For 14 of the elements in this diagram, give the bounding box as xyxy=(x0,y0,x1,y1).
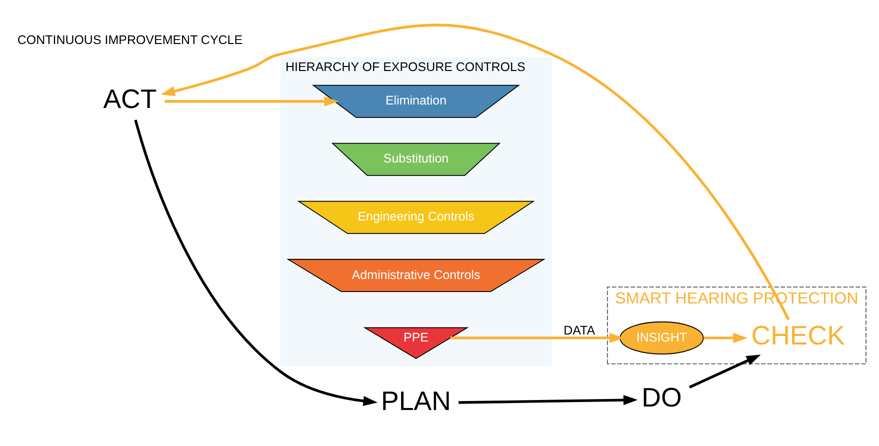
edge-label: DATA xyxy=(564,324,596,338)
node-ellipse: INSIGHT xyxy=(620,321,704,354)
node-text: DO xyxy=(642,382,682,412)
arrow xyxy=(134,120,378,406)
arrow xyxy=(164,96,339,106)
arrow xyxy=(458,395,638,406)
arrow xyxy=(688,354,761,388)
node-text: CHECK xyxy=(751,320,845,351)
arrow xyxy=(450,332,624,343)
label: CONTINUOUS IMPROVEMENT CYCLE xyxy=(17,32,243,47)
arrow xyxy=(704,332,748,343)
node-text: PLAN xyxy=(381,386,451,416)
arrow xyxy=(160,24,790,320)
node-text: ACT xyxy=(103,84,157,114)
